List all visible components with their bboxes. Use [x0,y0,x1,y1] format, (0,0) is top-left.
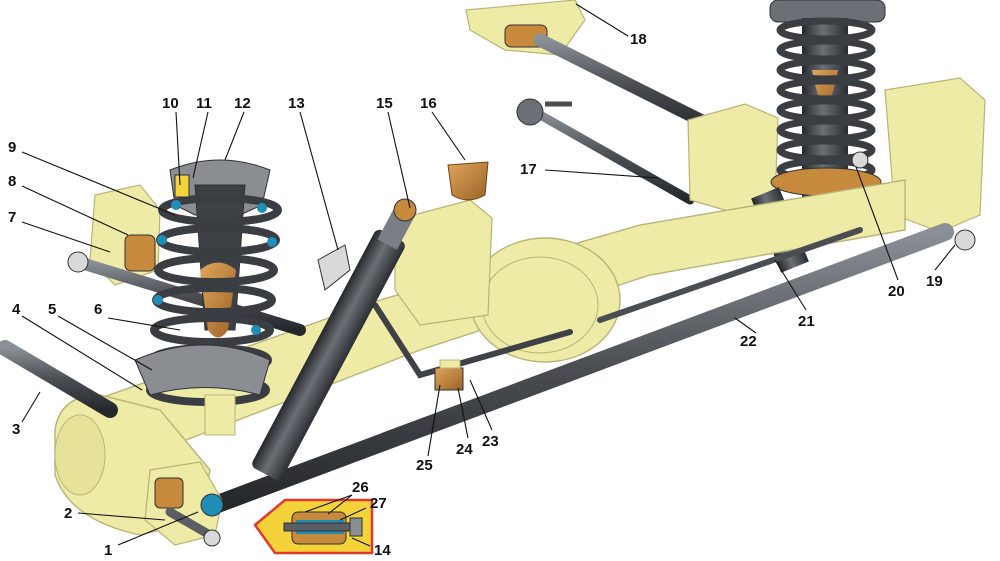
left-shock-lower-mount [317,244,351,291]
callout-16: 16 [420,95,437,112]
callout-15: 15 [376,95,393,112]
callout-26: 26 [352,479,369,496]
callout-1: 1 [104,542,112,559]
left-upper-rod-bushing [124,234,156,272]
callout-12: 12 [234,95,251,112]
callout-24: 24 [456,441,473,458]
callout-6: 6 [94,301,102,318]
right-shock-mount-bolt [851,151,869,169]
bushing-detail-inset [253,498,374,555]
callout-13: 13 [288,95,305,112]
callout-27: 27 [370,495,387,512]
left-spring-assembly [67,159,306,436]
callout-17: 17 [520,161,537,178]
callout-21: 21 [798,313,815,330]
transverse-rod-right-bolt [954,229,976,251]
callout-25: 25 [416,457,433,474]
left-lower-longitudinal-rod [0,340,118,418]
left-lower-bushing [154,477,184,509]
callout-9: 9 [8,139,16,156]
callout-3: 3 [12,421,20,438]
left-upper-rod [72,256,306,336]
callout-5: 5 [48,301,56,318]
leader-lines [21,3,956,547]
callout-10: 10 [162,95,179,112]
left-upper-rod-nut [67,251,89,273]
callout-7: 7 [8,209,16,226]
transverse-rod [206,223,954,514]
stabilizer-bar [372,302,573,379]
upper-right-longitudinal-rod [465,0,727,137]
left-lower-nut [203,529,221,547]
callout-23: 23 [482,433,499,450]
left-seal-strip [174,174,190,198]
callout-22: 22 [740,333,757,350]
callout-2: 2 [64,505,72,522]
left-spring-lower-seat [204,394,236,436]
short-rod-eye [516,98,544,126]
callout-19: 19 [926,273,943,290]
callout-labels: 1 2 3 4 5 6 7 8 9 10 11 12 13 14 15 16 1… [8,31,943,559]
stabilizer-bar-bracket [439,359,461,369]
lower-right-longitudinal-rod [597,227,863,323]
transverse-rod-left-eye [200,493,224,517]
callout-20: 20 [888,283,905,300]
callout-11: 11 [196,95,212,112]
callout-14: 14 [374,542,391,559]
short-rod-bar [530,107,695,205]
left-shock-upper-eye [393,198,417,222]
inset-bolt-head [349,517,363,537]
center-bump-stop [447,161,489,201]
inset-bolt [283,522,361,532]
lower-right-short-rod [516,98,695,205]
stabilizer-bar-assembly [372,302,573,391]
upper-right-rod [533,33,727,137]
left-hub-face [54,414,106,496]
callout-18: 18 [630,31,647,48]
callout-4: 4 [12,301,21,318]
callout-8: 8 [8,173,16,190]
left-spring-lower-cup [134,344,271,396]
